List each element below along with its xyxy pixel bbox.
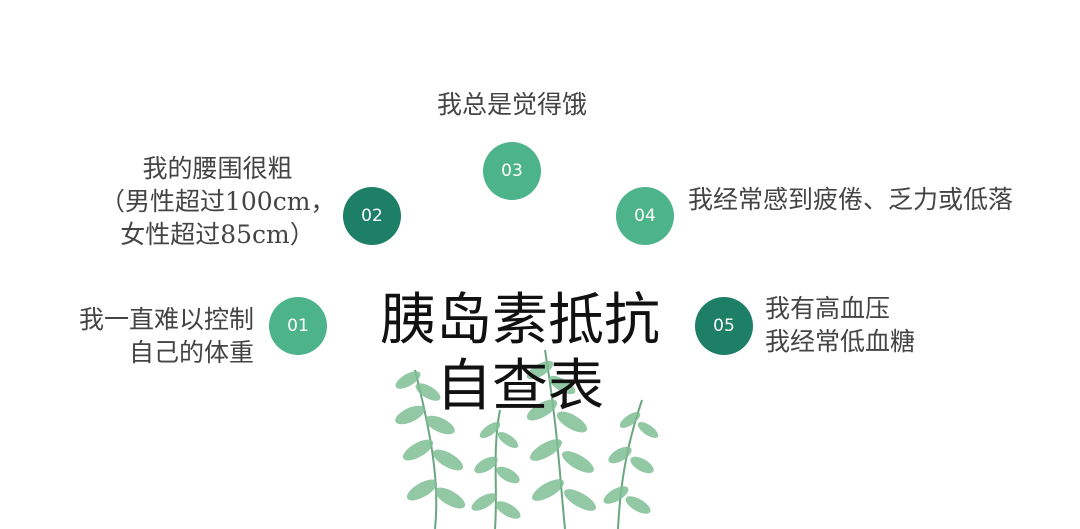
item-01-text: 我一直难以控制 自己的体重 xyxy=(79,303,254,369)
item-02-line-2: （男性超过100cm， xyxy=(100,187,336,216)
item-02-line-1: 我的腰围很粗 xyxy=(142,154,293,183)
number-badge-03: 03 xyxy=(483,142,541,200)
plant-illustration xyxy=(395,349,659,529)
page-title: 胰岛素抵抗 自查表 xyxy=(360,288,680,420)
number-badge-04: 04 xyxy=(616,187,674,245)
item-03-line-1: 我总是觉得饿 xyxy=(436,90,587,119)
item-02-text: 我的腰围很粗 （男性超过100cm， 女性超过85cm） xyxy=(100,152,335,251)
item-04-line-1: 我经常感到疲倦、乏力或低落 xyxy=(688,185,1014,214)
item-05-text: 我有高血压 我经常低血糖 xyxy=(765,292,915,358)
item-03-text: 我总是觉得饿 xyxy=(412,88,612,121)
item-04-text: 我经常感到疲倦、乏力或低落 xyxy=(688,183,1013,216)
number-badge-05: 05 xyxy=(695,297,753,355)
title-line-1: 胰岛素抵抗 xyxy=(380,288,660,353)
number-badge-01: 01 xyxy=(269,297,327,355)
item-01-line-2: 自己的体重 xyxy=(128,338,254,367)
item-01-line-1: 我一直难以控制 xyxy=(78,305,254,334)
item-02-line-3: 女性超过85cm） xyxy=(120,220,315,249)
number-badge-02: 02 xyxy=(343,187,401,245)
item-05-line-2: 我经常低血糖 xyxy=(765,327,916,356)
item-05-line-1: 我有高血压 xyxy=(765,294,891,323)
title-line-2: 自查表 xyxy=(436,354,604,419)
